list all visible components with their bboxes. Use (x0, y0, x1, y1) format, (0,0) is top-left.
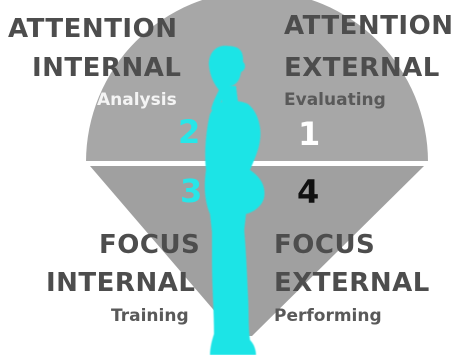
top-left-title-line2: INTERNAL (32, 53, 182, 83)
bottom-left-title-line1: FOCUS (99, 230, 201, 260)
top-left-subtitle: Analysis (97, 90, 177, 110)
divider-line (80, 161, 434, 166)
top-right-title-line1: ATTENTION (284, 11, 454, 41)
top-left-title-line1: ATTENTION (8, 14, 178, 44)
bottom-right-subtitle: Performing (274, 306, 382, 326)
top-right-subtitle: Evaluating (284, 90, 386, 110)
quadrant-number-4: 4 (297, 173, 320, 211)
top-right-title-line2: EXTERNAL (284, 53, 440, 83)
bottom-right-title-line2: EXTERNAL (274, 268, 430, 298)
quadrant-number-1: 1 (298, 115, 321, 153)
upper-semicircle-shape (86, 0, 428, 162)
bottom-left-title-line2: INTERNAL (46, 268, 196, 298)
bottom-right-title-line1: FOCUS (274, 230, 376, 260)
quadrant-number-3: 3 (180, 172, 203, 210)
bottom-left-subtitle: Training (111, 306, 189, 326)
person-silhouette (204, 45, 265, 355)
quadrant-number-2: 2 (178, 113, 201, 151)
lower-funnel-shape (90, 166, 424, 336)
